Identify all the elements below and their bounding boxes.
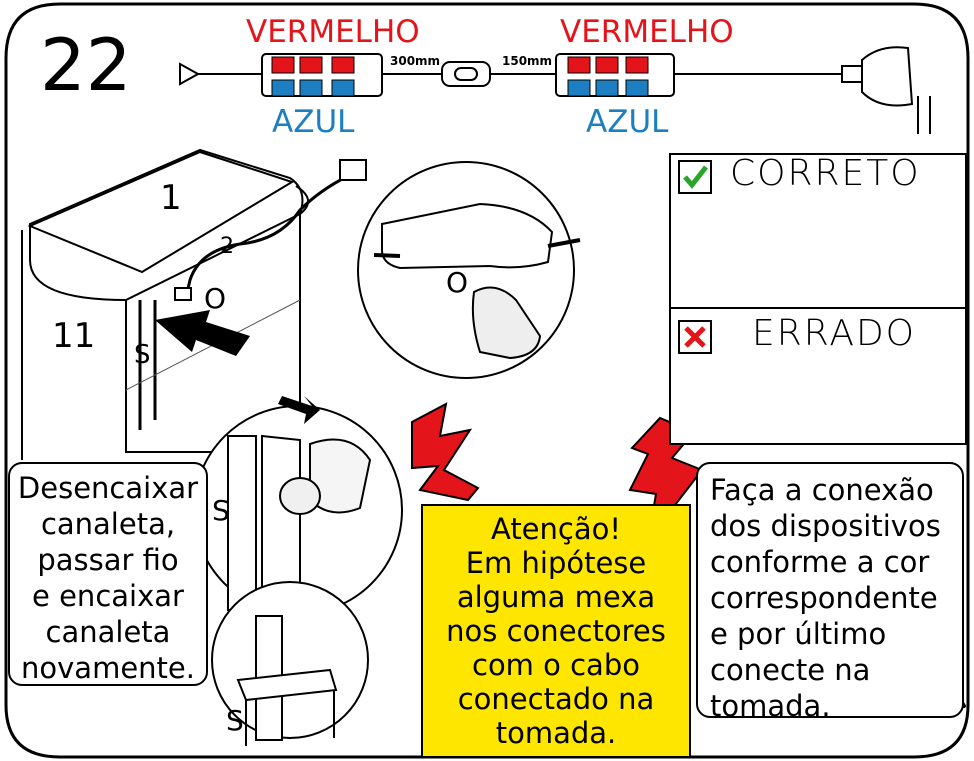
step-number: 22 <box>40 23 132 107</box>
length-150mm: 150mm <box>502 54 553 68</box>
channel-detail-bottom <box>236 615 338 746</box>
warning-line: nos conectores <box>446 614 666 648</box>
connector-blocks <box>271 56 649 97</box>
instruction-left-line: e encaixar <box>32 579 184 613</box>
instruction-right-line: correspondente <box>710 581 938 615</box>
correct-label: CORRETO <box>730 153 921 194</box>
length-300mm: 300mm <box>390 54 441 68</box>
warning-line: alguma mexa <box>456 580 656 614</box>
slide-arrow <box>278 396 320 424</box>
part-2-label: 2 <box>220 234 234 259</box>
label-blue-right: AZUL <box>586 104 669 140</box>
instruction-bubble-right: Faça a conexão dos dispositivos conforme… <box>696 462 964 723</box>
instruction-left-line: passar fio <box>37 543 179 577</box>
instruction-right-text: Faça a conexão dos dispositivos conforme… <box>710 472 960 724</box>
instruction-right-line: conforme a cor <box>710 545 930 579</box>
warning-box: Atenção! Em hipótese alguma mexa nos con… <box>421 504 691 758</box>
label-red-right: VERMELHO <box>560 14 734 50</box>
warning-line: Atenção! <box>490 512 621 546</box>
warning-line: conectado na <box>457 682 655 716</box>
instruction-left-line: canaleta <box>45 615 171 649</box>
warning-line: com o cabo <box>472 648 640 682</box>
label-red-left: VERMELHO <box>246 14 420 50</box>
instruction-left-line: novamente. <box>21 651 195 685</box>
warning-line: Em hipótese <box>465 546 647 580</box>
detail-s-top-label: S <box>212 494 230 527</box>
instruction-right-line: e por último <box>710 617 887 651</box>
instruction-right-line: tomada. <box>710 689 831 723</box>
check-icon <box>678 160 712 194</box>
insert-arrow <box>155 310 250 356</box>
lightning-bolt-left <box>411 402 480 502</box>
cross-icon <box>678 320 712 354</box>
part-11-label: 11 <box>52 316 96 356</box>
instruction-left-text: Desencaixar canaleta, passar fio e encai… <box>10 470 206 686</box>
label-blue-left: AZUL <box>272 104 355 140</box>
instruction-left-line: Desencaixar <box>17 471 199 505</box>
sheet-border <box>4 2 970 759</box>
switch-detail <box>373 202 581 360</box>
detail-o-label: O <box>446 266 469 299</box>
part-1-label: 1 <box>160 178 182 218</box>
instruction-left-line: canaleta, <box>40 507 176 541</box>
instruction-right-line: Faça a conexão <box>710 473 934 507</box>
cabinet-drawing <box>21 148 309 460</box>
warning-line: tomada. <box>495 716 617 750</box>
wrong-label: ERRADO <box>752 313 916 354</box>
instruction-bubble-left: Desencaixar canaleta, passar fio e encai… <box>8 462 208 686</box>
channel-s-label: S <box>134 340 151 370</box>
cabinet-cable <box>174 159 367 301</box>
switch-o-label: O <box>204 282 227 315</box>
panel-divider <box>669 307 965 309</box>
correct-wrong-panel <box>669 153 967 445</box>
instruction-right-line: dos dispositivos <box>710 509 941 543</box>
instruction-right-line: conecte na <box>710 653 871 687</box>
detail-s-bottom-label: S <box>226 704 244 737</box>
warning-text: Atenção! Em hipótese alguma mexa nos con… <box>423 512 689 750</box>
